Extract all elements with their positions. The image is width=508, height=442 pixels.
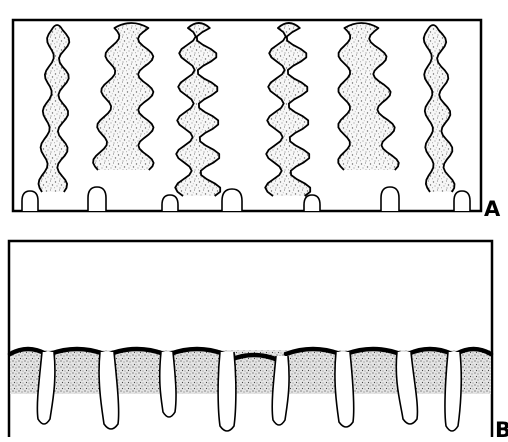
villus-a-6 [424, 25, 455, 192]
crypt-a-3 [162, 195, 178, 211]
panel-a [13, 20, 481, 211]
crypt-b-2 [99, 352, 119, 429]
villus-a-3 [175, 23, 220, 196]
crypt-b-6 [335, 352, 354, 427]
panel-a-label: A [484, 199, 500, 220]
villus-a-4 [265, 23, 310, 196]
crypt-b-5 [272, 356, 289, 425]
crypt-a-2 [88, 187, 106, 211]
crypt-a-5 [304, 195, 320, 211]
panel-a-frame [13, 20, 481, 211]
villus-a-5 [338, 23, 399, 170]
crypt-a-6 [381, 187, 399, 211]
crypt-a-4 [222, 189, 242, 211]
panel-b-frame [9, 241, 492, 437]
crypt-a-7 [454, 191, 470, 211]
villus-a-2 [93, 23, 154, 170]
villus-a-1 [39, 25, 70, 192]
panel-b-label: B [495, 420, 508, 441]
panel-b-villi [10, 349, 491, 431]
crypt-b-8 [445, 352, 461, 431]
crypt-a-1 [22, 191, 38, 211]
panel-b [9, 241, 492, 437]
crypt-b-3 [160, 352, 176, 417]
crypt-b-4 [218, 352, 236, 431]
panel-a-villi [22, 23, 470, 211]
